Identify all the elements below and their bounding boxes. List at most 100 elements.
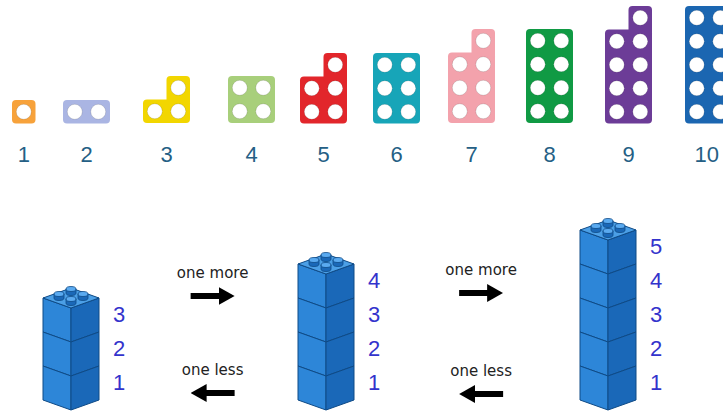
shape-hole [633,80,648,95]
shape-body [605,29,652,123]
shape-hole [16,104,31,119]
shape-hole [633,57,648,72]
shape-hole [377,57,392,72]
count-number: 3 [650,302,662,328]
shape-hole [147,104,162,119]
shape-hole [476,57,491,72]
shape-hole [171,80,186,95]
shape-body [526,29,573,123]
count-number: 2 [650,336,662,362]
shape-hole [554,33,569,48]
shape-body [324,53,348,83]
shape-hole [67,104,82,119]
brick-stud [66,297,76,302]
brick-stud [78,292,88,297]
brick-stud [321,253,331,258]
count-number: 2 [368,336,380,362]
number-shape: 4 [228,76,275,168]
brick-face [608,366,636,410]
shape-body [167,76,191,106]
number-label: 7 [465,142,477,168]
number-shape: 2 [63,100,110,169]
number-label: 6 [390,142,402,168]
number-shape: 7 [448,29,495,168]
count-number: 4 [368,268,380,294]
shape-hole [689,33,704,48]
shape-hole [328,104,343,119]
shape-hole [609,33,624,48]
shape-hole [476,33,491,48]
brick-stud [321,263,331,268]
arrow-connector [203,390,235,396]
shape-hole [256,80,271,95]
shape-hole [256,104,271,119]
shape-hole [171,104,186,119]
number-shape-outline [228,76,275,123]
shape-hole [689,80,704,95]
brick-stud [54,292,64,297]
brick-face [43,366,71,410]
number-shape: 10 [685,6,723,169]
arrow-connector [191,293,223,299]
shape-body [300,76,347,123]
number-shape: 9 [605,6,652,169]
brick-tower-drawing [298,246,354,410]
brick-stud [603,229,613,234]
shape-hole [328,80,343,95]
shape-hole [476,80,491,95]
number-label: 10 [695,142,719,168]
shape-hole [232,80,247,95]
shape-hole [401,57,416,72]
brick-tower-drawing [43,280,99,410]
number-shape-outline [300,53,347,124]
number-label: 1 [18,142,30,168]
shape-hole [554,80,569,95]
arrow-connector [459,290,491,296]
count-number: 1 [650,370,662,396]
number-shape: 6 [373,53,420,169]
shape-body [63,100,110,124]
shape-hole [609,57,624,72]
brick-stud [591,224,601,229]
shape-hole [609,80,624,95]
shape-hole [633,104,648,119]
shape-body [685,6,723,124]
brick-face [298,366,326,410]
count-number: 5 [650,234,662,260]
shape-body [228,76,275,123]
brick-face [580,366,608,410]
number-label: 8 [543,142,555,168]
shape-hole [713,80,723,95]
shape-hole [530,57,545,72]
number-label: 3 [160,142,172,168]
brick-tower: 5 4 3 2 1 [580,212,664,410]
count-number: 2 [113,336,125,362]
shape-hole [377,104,392,119]
shape-hole [689,104,704,119]
number-label: 2 [80,142,92,168]
shape-hole [713,10,723,25]
brick-stud [333,258,343,263]
number-shape-outline [63,100,110,124]
number-shape-outline [12,100,36,124]
arrow-connector [471,391,503,397]
shape-hole [713,57,723,72]
number-shape-outline [448,29,495,123]
shape-hole [609,104,624,119]
shape-hole [304,104,319,119]
shape-hole [633,33,648,48]
shape-body [448,53,495,124]
shape-hole [401,80,416,95]
count-number: 4 [650,268,662,294]
shape-hole [689,57,704,72]
brick-stud [603,219,613,224]
count-number: 1 [368,370,380,396]
shape-hole [554,57,569,72]
count-number: 3 [113,302,125,328]
arrow-label: one more [443,261,519,279]
brick-tower: 4321 [298,246,382,410]
brick-tower-drawing [580,212,636,410]
shape-hole [530,33,545,48]
arrow-label: one less [180,361,246,379]
number-shape: 5 [300,53,347,169]
